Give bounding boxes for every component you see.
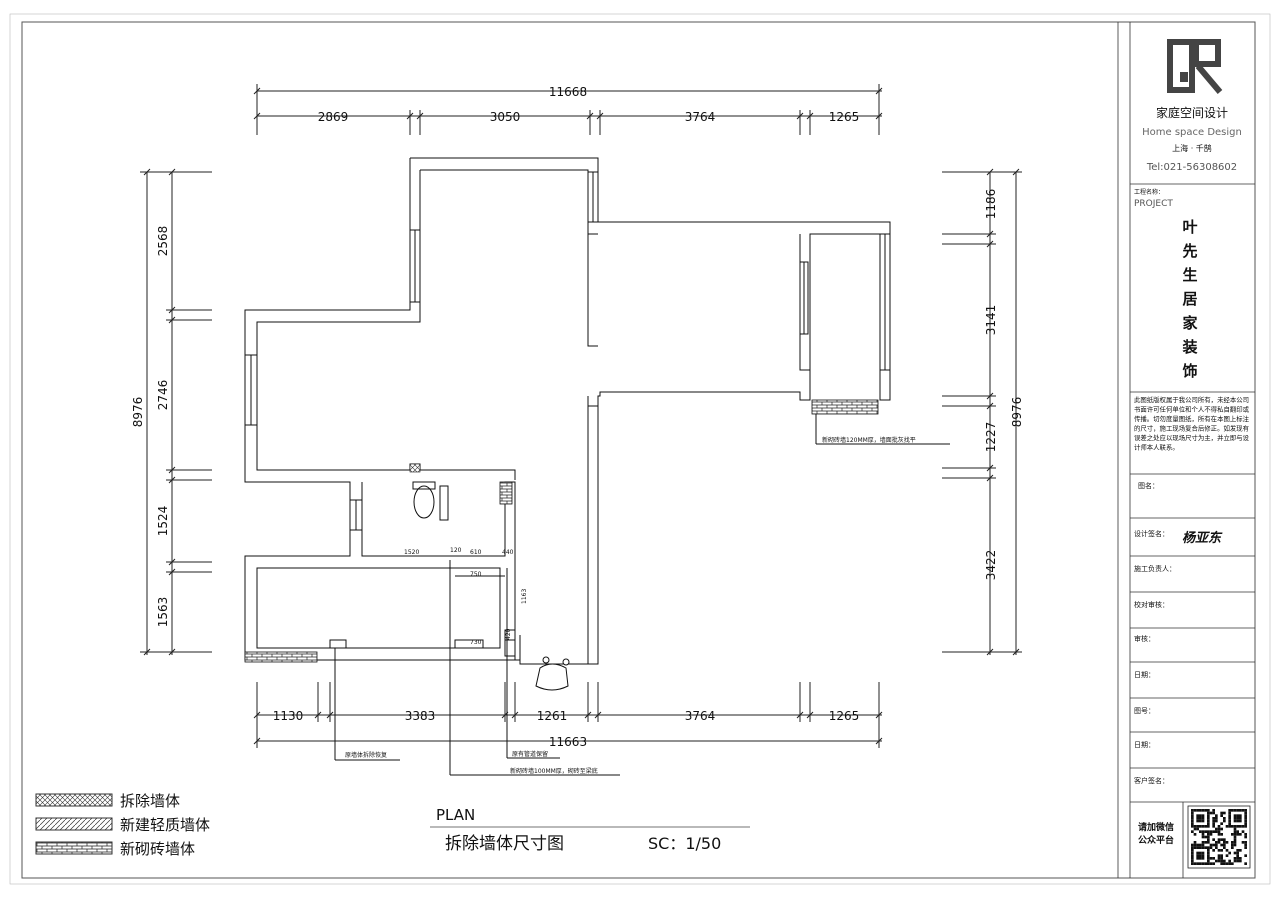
tb-row-0: 图名： — [1138, 481, 1159, 490]
dim-right-seg-0: 1186 — [984, 189, 998, 220]
inner-border — [9, 13, 1271, 885]
brick-wall-right — [811, 399, 879, 415]
outer-wall — [410, 157, 891, 665]
left-dimensions — [140, 168, 212, 656]
tb-row-6: 图号： — [1134, 707, 1155, 715]
project-label: 工程名称： — [1134, 188, 1164, 196]
dim-inner-2: 610 — [470, 549, 482, 556]
plan-scale: SC：1/50 — [648, 834, 721, 853]
annotation-1: 新砌砖墙120MM厚，墙面批灰找平 — [822, 436, 916, 444]
dim-bottom-seg-0: 1130 — [273, 709, 304, 723]
inner-wall-3 — [587, 233, 598, 347]
dim-inner-5: 730 — [470, 639, 482, 646]
kitchen-wall — [256, 567, 501, 649]
dim-left-seg-0: 2568 — [156, 226, 170, 257]
company-logo-icon — [1167, 39, 1223, 94]
dim-inner-4: 750 — [470, 571, 482, 578]
bottom-dimensions — [253, 682, 883, 748]
corridor-wall — [514, 635, 588, 665]
dim-inner-7: 420 — [505, 628, 512, 640]
crosshatch-door — [409, 463, 421, 473]
project-name: 叶先生居家装饰 — [1181, 218, 1198, 380]
tb-row-8: 客户签名： — [1134, 776, 1169, 785]
tb-row-5: 日期： — [1134, 671, 1155, 679]
dim-top-seg-2: 3764 — [685, 110, 716, 124]
notice-paragraph: 此图纸版权属于我公司所有，未经本公司书面许可任何单位和个人不得私自翻印或传播。切… — [1134, 395, 1250, 452]
inner-wall-4 — [587, 234, 810, 406]
brick-wall-bath — [499, 481, 513, 505]
tb-row-1: 设计签名： — [1134, 529, 1169, 538]
title-block — [1117, 22, 1255, 878]
annotation-3: 原有管道保留 — [512, 750, 548, 758]
qr-code-icon — [1187, 805, 1251, 869]
legend-label-1: 新建轻质墙体 — [120, 816, 210, 834]
dim-top-seg-0: 2869 — [318, 110, 349, 124]
legend-swatch-brick — [35, 841, 113, 855]
project-en: PROJECT — [1134, 199, 1173, 209]
designer-signature: 杨亚东 — [1182, 530, 1223, 546]
company-city: 上海 · 千鹄 — [1172, 143, 1212, 153]
dim-bottom-seg-4: 1265 — [829, 709, 860, 723]
dim-left-seg-1: 2746 — [156, 380, 170, 411]
annotation-4: 新砌砖墙100MM厚，砌砖至梁底 — [510, 767, 598, 775]
legend-label-0: 拆除墙体 — [120, 792, 180, 810]
person-figure — [535, 656, 570, 691]
dim-top-seg-1: 3050 — [490, 110, 521, 124]
wechat-text: 请加微信公众平台 — [1138, 821, 1174, 846]
company-name-cn: 家庭空间设计 — [1156, 105, 1228, 120]
dim-top-seg-3: 1265 — [829, 110, 860, 124]
top-dimensions — [253, 84, 883, 135]
tb-row-7: 日期： — [1134, 741, 1155, 749]
right-dimensions — [942, 168, 1022, 656]
dim-right-seg-2: 1227 — [984, 422, 998, 453]
legend-label-2: 新砌砖墙体 — [120, 840, 195, 858]
floor-plan — [244, 157, 950, 776]
plan-title: 拆除墙体尺寸图 — [445, 834, 564, 854]
notice-text: 此图纸版权属于我公司所有，未经本公司书面许可任何单位和个人不得私自翻印或传播。切… — [1134, 395, 1250, 452]
company-tel: Tel:021-56308602 — [1146, 162, 1237, 173]
inner-wall-2 — [256, 170, 516, 480]
plan-label: PLAN — [436, 806, 475, 824]
dim-inner-6: 1163 — [521, 589, 528, 604]
dim-bottom-seg-1: 3383 — [405, 709, 436, 723]
inner-wall-1 — [420, 169, 598, 235]
tb-row-2: 施工负责人： — [1134, 564, 1176, 573]
dim-right-seg-3: 3422 — [984, 550, 998, 581]
dim-right-seg-1: 3141 — [984, 305, 998, 336]
dim-inner-3: 440 — [502, 549, 514, 556]
legend-swatch-demolish — [35, 793, 113, 807]
dim-bottom-seg-3: 3764 — [685, 709, 716, 723]
dim-left-seg-3: 1563 — [156, 597, 170, 628]
dim-inner-1: 120 — [450, 547, 462, 554]
dim-top-total: 11668 — [549, 85, 587, 99]
brick-wall-bottom-left — [244, 651, 318, 663]
tb-row-3: 校对审核： — [1134, 600, 1169, 609]
bath-wall — [361, 481, 516, 641]
tb-row-4: 审核： — [1134, 634, 1155, 643]
outer-wall-left — [244, 158, 520, 661]
dim-bottom-total: 11663 — [549, 735, 587, 749]
dim-bottom-seg-2: 1261 — [537, 709, 568, 723]
dim-right-total: 8976 — [1010, 397, 1024, 428]
company-name-en: Home space Design — [1142, 127, 1242, 138]
dim-left-seg-2: 1524 — [156, 506, 170, 537]
wechat-label: 请加微信公众平台 — [1138, 821, 1174, 846]
outer-border — [21, 21, 1256, 879]
legend-swatch-light — [35, 817, 113, 831]
toilet — [413, 485, 435, 519]
dim-left-total: 8976 — [131, 397, 145, 428]
annotation-2: 原墙体拆除恢复 — [345, 751, 387, 759]
dim-inner-0: 1520 — [404, 549, 419, 556]
project-name-vertical: 叶先生居家装饰 — [1181, 218, 1198, 380]
